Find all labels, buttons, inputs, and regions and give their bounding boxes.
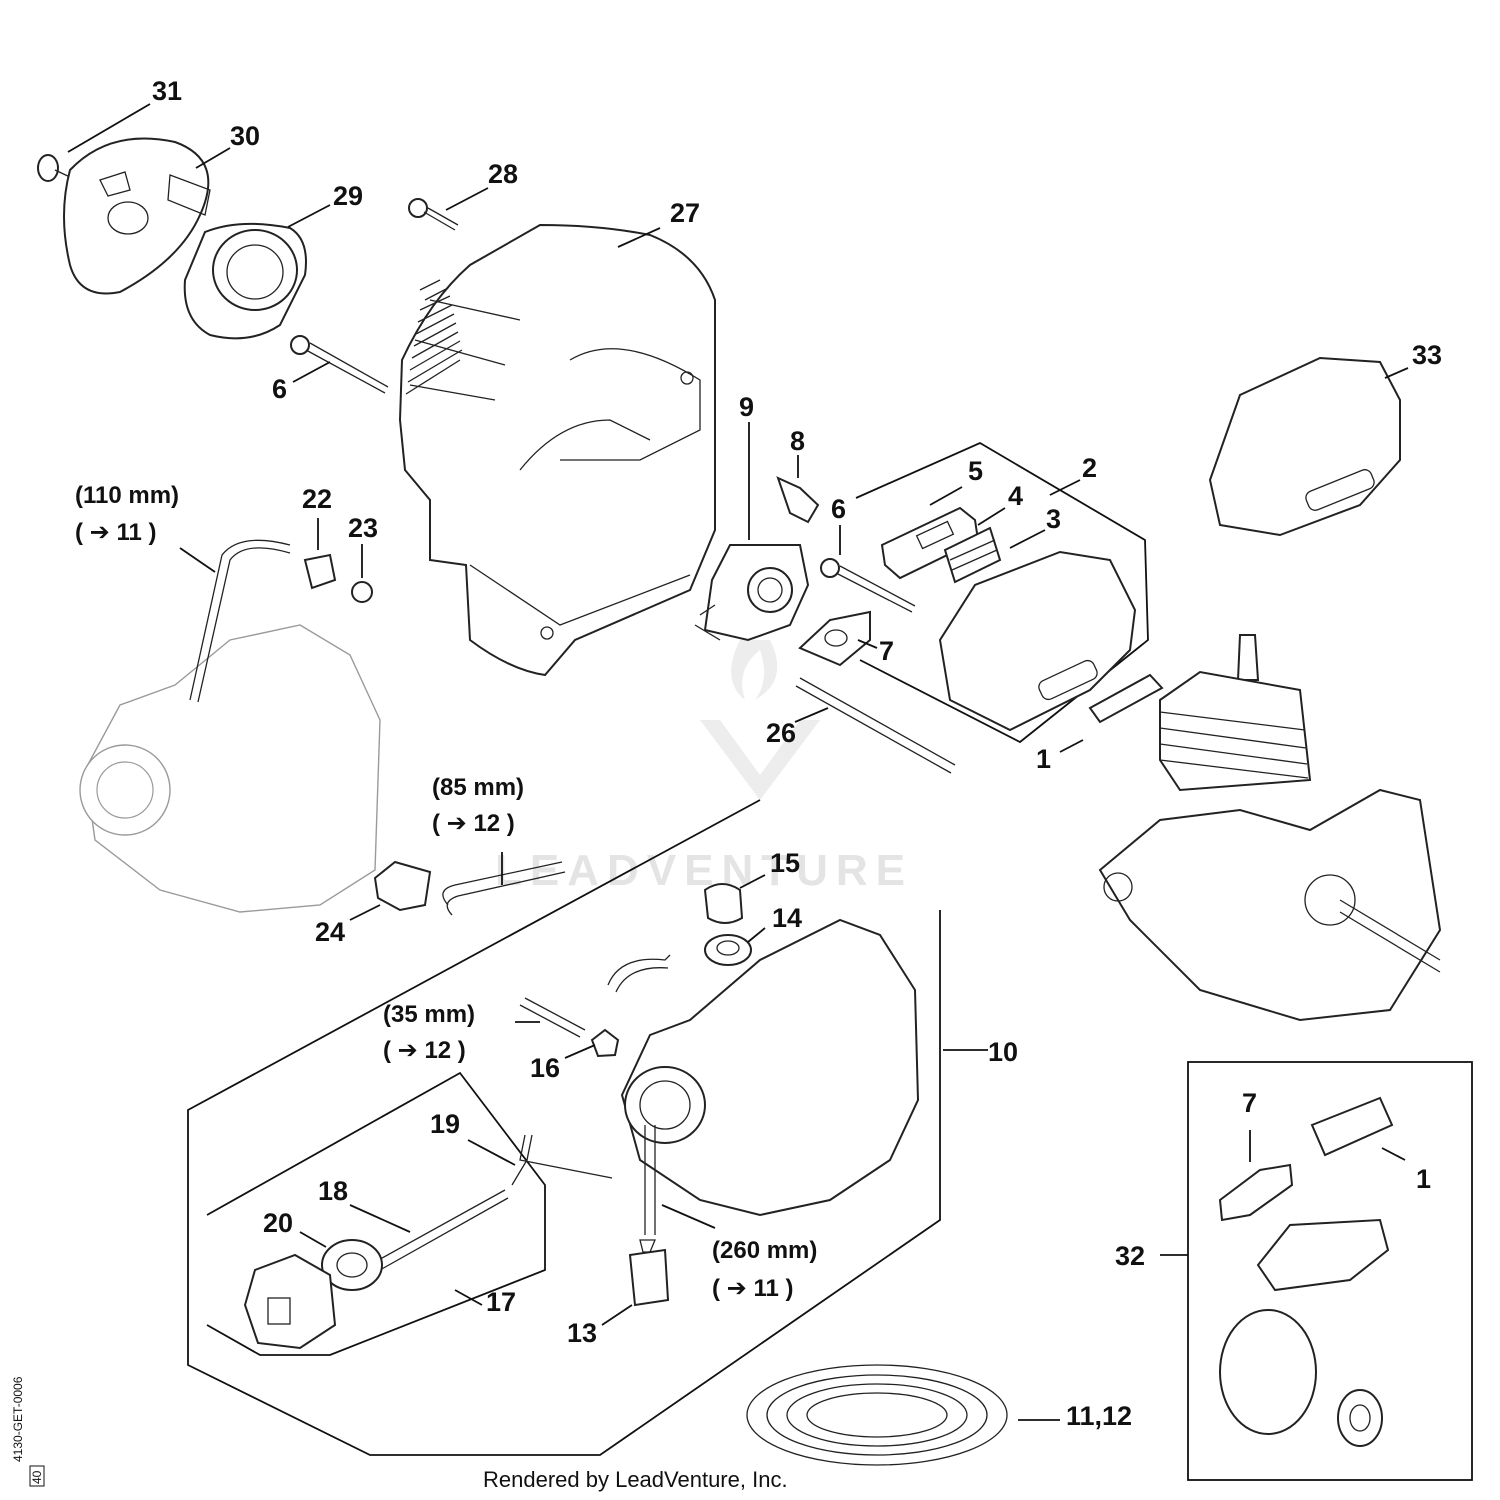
part-31-screw [37,154,73,182]
part-engine [1098,634,1442,1022]
part-26-hose [795,677,956,774]
part-32-seal [1337,1389,1383,1447]
part-7-gasket [798,610,871,667]
watermark-text: LEADVENTURE [495,846,913,895]
part-9-carburetor [694,544,810,642]
frame-tank-assembly [187,799,941,1456]
note-hose-110-length: (110 mm) [75,482,179,509]
part-8-adjust-screw [776,476,820,524]
footer-credit: Rendered by LeadVenture, Inc. [483,1467,788,1492]
part-10-fuel-tank [607,918,920,1235]
callout-4: 4 [1008,481,1023,511]
part-19-retainer [511,1134,613,1186]
context-tank-left [79,624,381,913]
part-13-fuel-filter [628,1239,670,1307]
part-20-washer [321,1239,383,1291]
hose-notes: (110 mm) ( ➔ 11 ) (85 mm) ( ➔ 12 ) (35 m… [75,482,817,1302]
callout-8: 8 [790,426,805,456]
callout-32: 32 [1115,1241,1145,1271]
part-hose-35 [519,997,586,1038]
callout-17: 17 [486,1287,516,1317]
callout-9: 9 [739,392,754,422]
part-32-gasket-1 [1310,1096,1394,1157]
part-32-gasket-7 [1218,1163,1294,1222]
callout-3: 3 [1046,504,1061,534]
part-22-valve [303,553,337,590]
note-hose-110-ref: ( ➔ 11 ) [75,519,156,546]
part-32-gasket-crankcase [1219,1309,1317,1435]
callout-13: 13 [567,1318,597,1348]
part-3-muffler [938,550,1137,732]
callout-1-set: 1 [1416,1164,1431,1194]
part-11-12-hose-coil [746,1364,1008,1466]
callout-27: 27 [670,198,700,228]
callout-20: 20 [263,1208,293,1238]
part-hose-110 [189,539,291,703]
callout-26: 26 [766,718,796,748]
note-hose-85-length: (85 mm) [432,774,524,801]
callout-1-upper: 1 [1036,744,1051,774]
doc-page-number: 40 [30,1470,44,1484]
callout-19: 19 [430,1109,460,1139]
part-30-filter-cover [63,137,211,295]
part-18-strap [374,1189,509,1271]
callout-30: 30 [230,121,260,151]
watermark: LEADVENTURE [495,640,913,895]
callout-23: 23 [348,513,378,543]
callout-28: 28 [488,159,518,189]
callout-24: 24 [315,917,345,947]
callout-33: 33 [1412,340,1442,370]
part-17-fuel-cap [243,1253,337,1350]
part-23-nut [351,581,373,603]
part-6-screw-lower [820,558,916,613]
frame-cap-assembly [206,1071,546,1356]
callout-31: 31 [152,76,182,106]
callout-7-upper: 7 [879,636,894,666]
doc-id: 4130-GET-0006 40 [11,1376,45,1487]
part-14-grommet [704,934,752,966]
callout-29: 29 [333,181,363,211]
note-hose-260-ref: ( ➔ 11 ) [712,1275,793,1302]
part-27-shroud [398,223,716,677]
callout-16: 16 [530,1053,560,1083]
frame-gasket-set [1187,1061,1473,1481]
part-6-screw-upper [290,335,389,394]
part-33-muffler-cover [1208,356,1401,537]
part-29-filter-element [183,222,307,340]
frame-filter-assembly [855,441,1149,744]
note-hose-260-length: (260 mm) [712,1237,817,1264]
callout-11-12: 11,12 [1066,1401,1132,1431]
callout-14: 14 [772,903,802,933]
callout-10: 10 [988,1037,1018,1067]
part-4-screen [943,526,1002,584]
callout-15: 15 [770,848,800,878]
part-32-gasket-set [1218,1096,1394,1447]
note-hose-85-ref: ( ➔ 12 ) [432,810,515,837]
callout-6-lower: 6 [831,494,846,524]
callout-2: 2 [1082,453,1097,483]
part-16-fitting [590,1028,620,1058]
part-15-plug [703,883,744,924]
part-1-gasket [1088,673,1164,724]
callout-18: 18 [318,1176,348,1206]
assembly-frames [187,441,1473,1481]
doc-id-text: 4130-GET-0006 [11,1376,25,1462]
callout-6-upper: 6 [272,374,287,404]
leader-lines [67,103,1409,1421]
note-hose-35-length: (35 mm) [383,1001,475,1028]
part-hose-85 [442,861,566,916]
callout-22: 22 [302,484,332,514]
callout-7-set: 7 [1242,1088,1257,1118]
part-32-gasket-cylinder [1256,1218,1390,1292]
callouts: 31 30 29 28 27 6 9 8 6 33 5 4 3 2 22 23 … [152,76,1442,1431]
callout-5: 5 [968,456,983,486]
note-hose-35-ref: ( ➔ 12 ) [383,1037,466,1064]
part-24-fitting [373,860,432,912]
part-28-screw [408,198,459,231]
